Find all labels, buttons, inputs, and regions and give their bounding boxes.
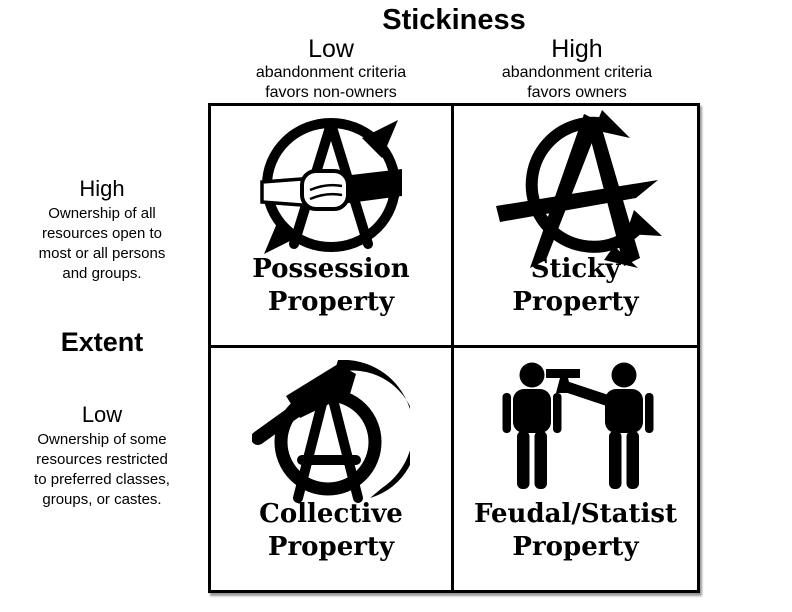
column-description: abandonment criteria favors non-owners — [208, 63, 454, 103]
x-axis-title: Stickiness — [382, 4, 526, 36]
row-description: Ownership of some resources restricted t… — [2, 430, 202, 510]
column-description: abandonment criteria favors owners — [454, 63, 700, 103]
quadrant-label-line: Feudal/Statist — [473, 499, 678, 529]
quadrant-label-line: Property — [267, 287, 395, 317]
row-description-line: Ownership of all — [48, 205, 156, 222]
quadrant-label: Collective Property — [211, 498, 451, 564]
quadrant-label-line: Sticky — [530, 254, 621, 284]
column-description-line: abandonment criteria — [501, 64, 653, 81]
column-header-low-stickiness: Low abandonment criteria favors non-owne… — [208, 36, 454, 103]
column-description-line: favors non-owners — [265, 84, 397, 101]
quadrant-label: Sticky Property — [454, 253, 697, 319]
column-header-high-stickiness: High abandonment criteria favors owners — [454, 36, 700, 103]
quadrant-label: Possession Property — [211, 253, 451, 319]
row-description-line: most or all persons — [38, 245, 166, 262]
row-level-label: High — [79, 176, 125, 201]
column-description-line: favors owners — [527, 84, 627, 101]
row-header-low-extent: Low Ownership of some resources restrict… — [2, 402, 202, 510]
quadrant-grid: Possession Property Sticky Property — [208, 103, 700, 593]
row-description-line: resources restricted — [36, 451, 168, 468]
quadrant-label-line: Property — [512, 287, 639, 317]
column-level-label: High — [551, 35, 603, 63]
row-description: Ownership of all resources open to most … — [2, 204, 202, 284]
row-description-line: and groups. — [62, 265, 142, 282]
column-level-label: Low — [308, 35, 354, 63]
anarcho-communist-hammer-sickle-circle-a-icon — [252, 360, 410, 503]
row-header-high-extent: High Ownership of all resources open to … — [2, 176, 202, 284]
quadrant-label-line: Possession — [252, 254, 410, 284]
quadrant-collective-property: Collective Property — [211, 348, 454, 590]
row-description-line: Ownership of some — [37, 431, 167, 448]
agorist-handshake-circle-a-icon — [260, 118, 402, 254]
row-level-label: Low — [81, 402, 123, 427]
row-description-line: groups, or castes. — [42, 491, 162, 508]
quadrant-label: Feudal/Statist Property — [454, 498, 697, 564]
quadrant-possession-property: Possession Property — [211, 106, 454, 348]
quadrant-sticky-property: Sticky Property — [454, 106, 697, 348]
row-description-line: to preferred classes, — [34, 471, 170, 488]
graffiti-anarchy-a-icon — [495, 110, 662, 268]
quadrant-label-line: Property — [512, 532, 639, 562]
y-axis-title: Extent — [60, 327, 144, 357]
quadrant-feudal-statist-property: Feudal/Statist Property — [454, 348, 697, 590]
row-description-line: resources open to — [41, 225, 163, 242]
quadrant-label-line: Property — [267, 532, 395, 562]
quadrant-label-line: Collective — [259, 499, 403, 529]
figure-pointing-gun-at-figure-icon — [502, 362, 653, 489]
column-description-line: abandonment criteria — [255, 64, 407, 81]
